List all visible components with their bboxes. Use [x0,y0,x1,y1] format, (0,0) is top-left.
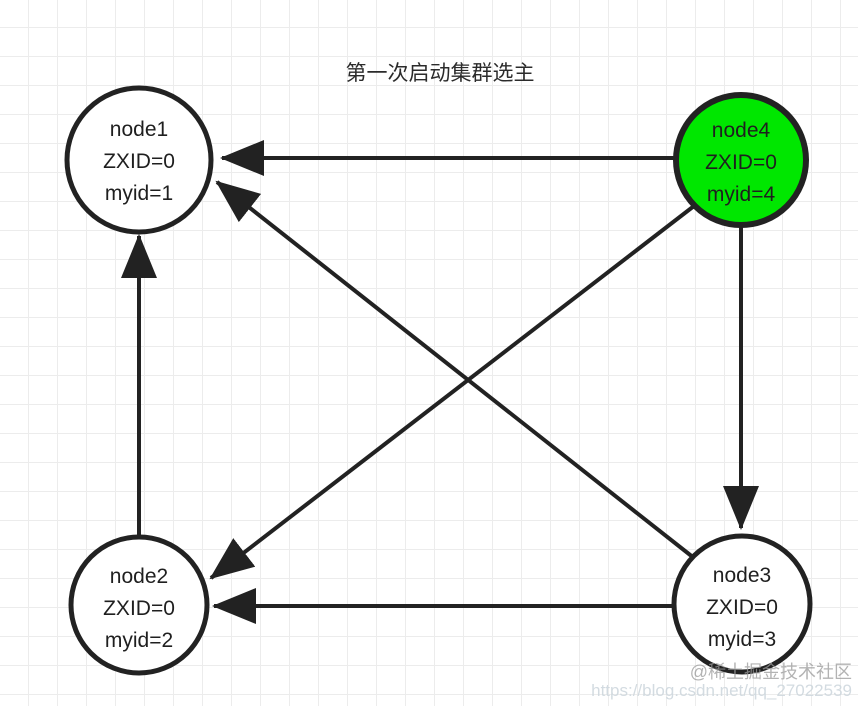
node1-myid: myid=1 [105,182,173,205]
watermark-layer: @稀土掘金技术社区 https://blog.csdn.net/qq_27022… [591,662,852,700]
node2-name: node2 [110,565,168,588]
node-node2[interactable]: node2 ZXID=0 myid=2 [68,534,210,676]
node3-zxid: ZXID=0 [706,596,778,619]
node1-name: node1 [110,118,168,141]
node-node3[interactable]: node3 ZXID=0 myid=3 [671,533,813,675]
node3-name: node3 [713,564,771,587]
node-node4[interactable]: node4 ZXID=0 myid=4 [673,92,809,228]
node2-myid: myid=2 [105,629,173,652]
node2-zxid: ZXID=0 [103,597,175,620]
node4-myid: myid=4 [707,183,776,206]
page-title: 第一次启动集群选主 [346,62,535,85]
node4-circle[interactable] [673,92,809,228]
node1-circle[interactable] [64,85,214,235]
node2-circle[interactable] [68,534,210,676]
edges-layer [121,140,759,624]
node3-myid: myid=3 [708,628,776,651]
node1-zxid: ZXID=0 [103,150,175,173]
watermark-brand: @稀土掘金技术社区 [690,662,852,682]
node4-zxid: ZXID=0 [705,151,777,174]
node3-circle[interactable] [671,533,813,675]
nodes-layer: node1 ZXID=0 myid=1 node4 ZXID=0 myid=4 … [64,85,813,676]
node4-name: node4 [712,119,771,142]
edge-node3-to-node1[interactable] [215,180,696,560]
node-node1[interactable]: node1 ZXID=0 myid=1 [64,85,214,235]
watermark-url: https://blog.csdn.net/qq_27022539 [591,681,852,700]
edge-node4-to-node2[interactable] [209,204,696,580]
